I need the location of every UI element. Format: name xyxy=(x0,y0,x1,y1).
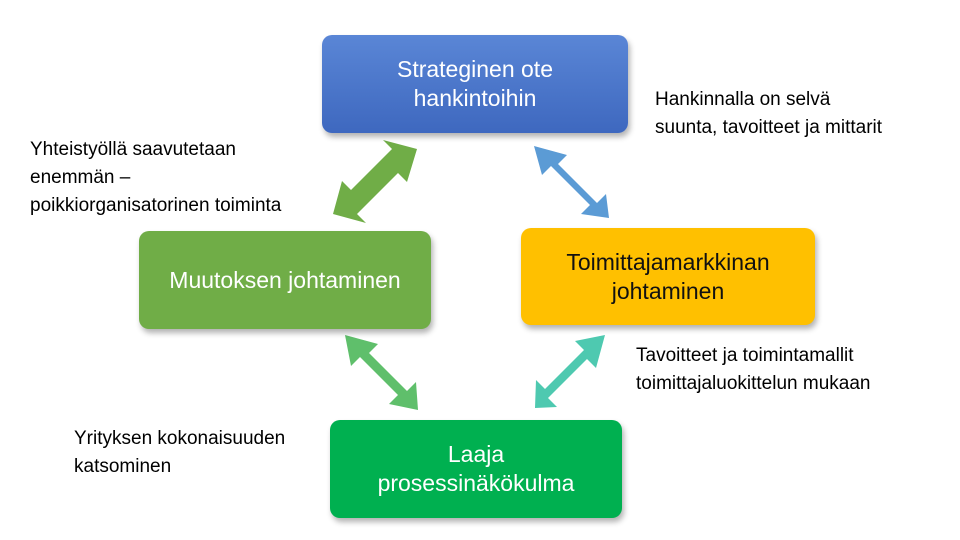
arrow-strategy-change xyxy=(333,140,417,223)
arrow-supplier-process xyxy=(535,335,605,408)
note-goals-models: Tavoitteet ja toimintamallit toimittajal… xyxy=(636,345,871,394)
supplier-market-box: Toimittajamarkkinan johtaminen xyxy=(521,228,815,325)
note-clear-direction: Hankinnalla on selvä suunta, tavoitteet … xyxy=(655,89,883,138)
strategic-approach-label: Strateginen ote hankintoihin xyxy=(396,56,553,111)
process-perspective-label: Laaja prosessinäkökulma xyxy=(377,441,575,496)
strategic-approach-box: Strateginen ote hankintoihin xyxy=(322,35,628,133)
arrow-change-process xyxy=(345,335,418,410)
process-perspective-box: Laaja prosessinäkökulma xyxy=(330,420,622,518)
arrow-strategy-supplier xyxy=(534,146,609,218)
note-whole-company: Yrityksen kokonaisuuden katsominen xyxy=(74,428,286,477)
change-management-box: Muutoksen johtaminen xyxy=(139,231,431,329)
change-management-label: Muutoksen johtaminen xyxy=(169,266,401,293)
note-cooperation: Yhteistyöllä saavutetaan enemmän – poikk… xyxy=(30,139,282,216)
supplier-market-label: Toimittajamarkkinan johtaminen xyxy=(566,248,770,304)
